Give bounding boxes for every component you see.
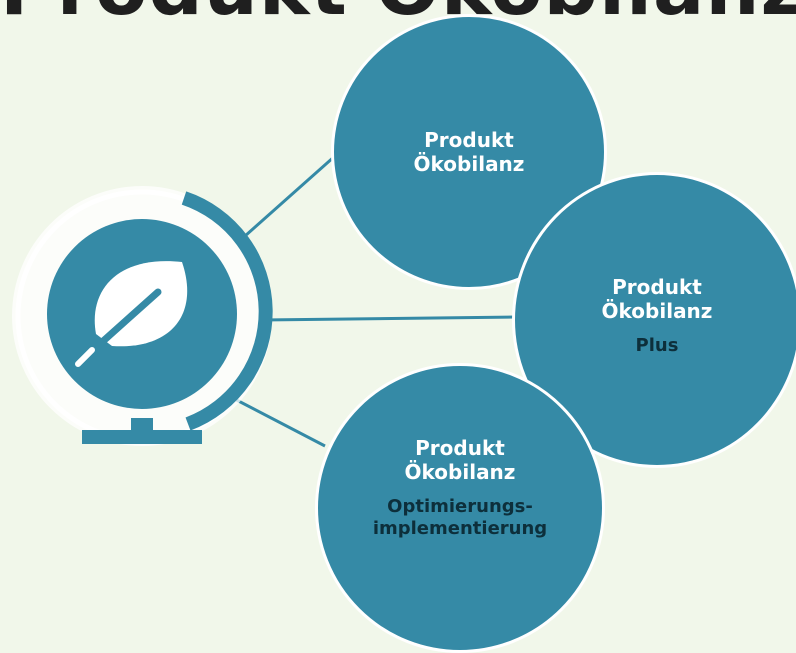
circle-2-title: Produkt Ökobilanz xyxy=(601,275,713,323)
circle-produkt-oekobilanz-optimierung: Produkt Ökobilanz Optimierungs- implemen… xyxy=(315,363,605,653)
page-title: Produkt Ökobilanz xyxy=(0,0,796,28)
globe-leaf-icon xyxy=(12,186,273,446)
globe-meridian-arc xyxy=(181,191,273,431)
leaf-stem-outer xyxy=(75,347,95,367)
diagram-canvas xyxy=(12,154,516,448)
connector-line-1 xyxy=(244,154,336,238)
connector-line-3 xyxy=(224,392,326,448)
circle-2-subtitle: Plus xyxy=(635,335,679,356)
circle-3-title: Produkt Ökobilanz xyxy=(404,436,516,484)
circle-1-title: Produkt Ökobilanz xyxy=(413,128,525,176)
circle-produkt-oekobilanz-plus: Produkt Ökobilanz Plus xyxy=(512,172,796,468)
connector-line-2 xyxy=(261,315,516,322)
globe-stand-base xyxy=(82,430,202,444)
circle-3-subtitle: Optimierungs- implementierung xyxy=(372,496,548,539)
